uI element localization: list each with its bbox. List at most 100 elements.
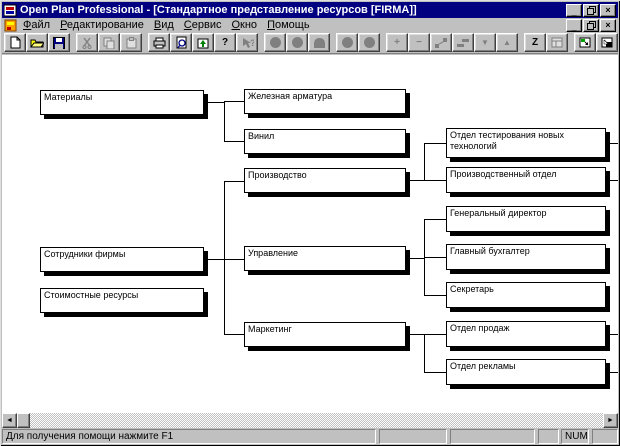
tree-node[interactable]: Производство	[244, 168, 406, 193]
scroll-left-button[interactable]: ◄	[2, 413, 17, 428]
minimize-button[interactable]: _	[566, 3, 582, 17]
fit-window-icon	[579, 37, 591, 48]
connector-line	[410, 334, 424, 335]
arch-icon	[313, 37, 325, 48]
tree-node[interactable]: Управление	[244, 246, 406, 271]
tree-node[interactable]: Маркетинг	[244, 322, 406, 347]
resource-circle-button-3[interactable]	[336, 33, 358, 52]
horizontal-scrollbar[interactable]: ◄ ►	[2, 413, 618, 428]
minus-icon: −	[416, 37, 422, 48]
table-view-button[interactable]	[546, 33, 568, 52]
tree-node[interactable]: Отдел продаж	[446, 321, 606, 347]
window-up-arrow-icon	[197, 38, 209, 48]
child-minimize-button[interactable]: _	[566, 18, 582, 32]
open-button[interactable]	[26, 33, 48, 52]
close-button[interactable]: ×	[600, 3, 616, 17]
connector-line	[424, 334, 425, 373]
child-close-button[interactable]: ×	[600, 18, 616, 32]
status-panel	[379, 429, 447, 444]
arrow-down-icon: ▼	[481, 38, 489, 47]
connector-line	[224, 181, 244, 182]
arrow-up-icon: ▲	[503, 38, 511, 47]
connector-line	[610, 143, 618, 144]
child-restore-button[interactable]	[583, 18, 599, 32]
tree-node[interactable]: Винил	[244, 129, 406, 154]
tree-node[interactable]: Производственный отдел	[446, 167, 606, 193]
help-icon: ?	[221, 37, 229, 48]
menu-window[interactable]: Окно	[231, 19, 258, 31]
menu-edit[interactable]: Редактирование	[60, 19, 144, 31]
copy-button[interactable]	[98, 33, 120, 52]
tree-node[interactable]: Стоимостные ресурсы	[40, 288, 204, 313]
connector-line	[424, 180, 446, 181]
connector-line	[410, 258, 424, 259]
restore-icon	[586, 5, 596, 15]
menu-bar: Файл Редактирование Вид Сервис Окно Помо…	[2, 18, 618, 32]
resource-circle-button-1[interactable]	[264, 33, 286, 52]
copy-icon	[103, 37, 115, 49]
tree-node[interactable]: Главный бухгалтер	[446, 244, 606, 270]
connector-line	[424, 257, 446, 258]
open-folder-icon	[30, 39, 44, 48]
menu-file[interactable]: Файл	[23, 19, 51, 31]
update-view-button[interactable]	[192, 33, 214, 52]
help-button[interactable]: ?	[214, 33, 236, 52]
link-nodes-button[interactable]	[430, 33, 452, 52]
cut-button[interactable]	[76, 33, 98, 52]
resource-circle-button-2[interactable]	[286, 33, 308, 52]
restore-button[interactable]	[583, 3, 599, 17]
tree-node[interactable]: Отдел рекламы	[446, 359, 606, 385]
resource-circle-button-4[interactable]	[358, 33, 380, 52]
circle-icon	[363, 37, 375, 48]
menu-view[interactable]: Вид	[153, 19, 174, 31]
status-panel	[450, 429, 535, 444]
document-window-icon[interactable]	[4, 19, 17, 32]
collapse-node-button[interactable]: −	[408, 33, 430, 52]
expand-window-button[interactable]	[596, 33, 618, 52]
scroll-right-icon: ►	[607, 417, 614, 424]
app-icon	[4, 4, 17, 16]
levels-button[interactable]	[452, 33, 474, 52]
status-message: Для получения помощи нажмите F1	[2, 429, 376, 444]
paste-icon	[126, 36, 136, 48]
print-button[interactable]	[148, 33, 170, 52]
tree-node[interactable]: Сотрудники фирмы	[40, 247, 204, 272]
new-button[interactable]	[4, 33, 26, 52]
tree-node[interactable]: Отдел тестирования новых технологий	[446, 128, 606, 158]
tree-node[interactable]: Генеральный директор	[446, 206, 606, 232]
zigzag-button[interactable]: Z	[524, 33, 546, 52]
circle-pattern-icon	[291, 37, 303, 48]
printer-icon	[153, 37, 165, 48]
connector-line	[224, 141, 244, 142]
expand-window-icon	[601, 37, 613, 48]
save-icon	[53, 36, 65, 49]
print-preview-button[interactable]	[170, 33, 192, 52]
tree-node[interactable]: Железная арматура	[244, 89, 406, 114]
fit-window-button[interactable]	[574, 33, 596, 52]
menu-help[interactable]: Помощь	[267, 19, 310, 31]
move-up-button[interactable]: ▲	[496, 33, 518, 52]
tree-node[interactable]: Материалы	[40, 90, 204, 115]
paste-button[interactable]	[120, 33, 142, 52]
new-document-icon	[10, 36, 20, 49]
tree-node[interactable]: Секретарь	[446, 282, 606, 308]
scrollbar-thumb[interactable]	[17, 413, 30, 428]
expand-node-button[interactable]: +	[386, 33, 408, 52]
connector-line	[424, 143, 425, 181]
connector-line	[224, 181, 225, 335]
save-button[interactable]	[48, 33, 70, 52]
print-preview-icon	[176, 36, 186, 49]
resource-tree-canvas: Материалы Сотрудники фирмы Стоимостные р…	[2, 55, 618, 413]
move-down-button[interactable]: ▼	[474, 33, 496, 52]
connector-line	[224, 101, 225, 142]
connector-line	[208, 259, 224, 260]
context-help-button[interactable]: ?	[236, 33, 258, 52]
num-lock-indicator: NUM	[561, 429, 589, 444]
connector-line	[424, 143, 446, 144]
scroll-right-button[interactable]: ►	[603, 413, 618, 428]
status-panel	[538, 429, 559, 444]
resource-arch-button[interactable]	[308, 33, 330, 52]
menu-tools[interactable]: Сервис	[183, 19, 222, 31]
context-help-icon: ?	[242, 37, 254, 48]
